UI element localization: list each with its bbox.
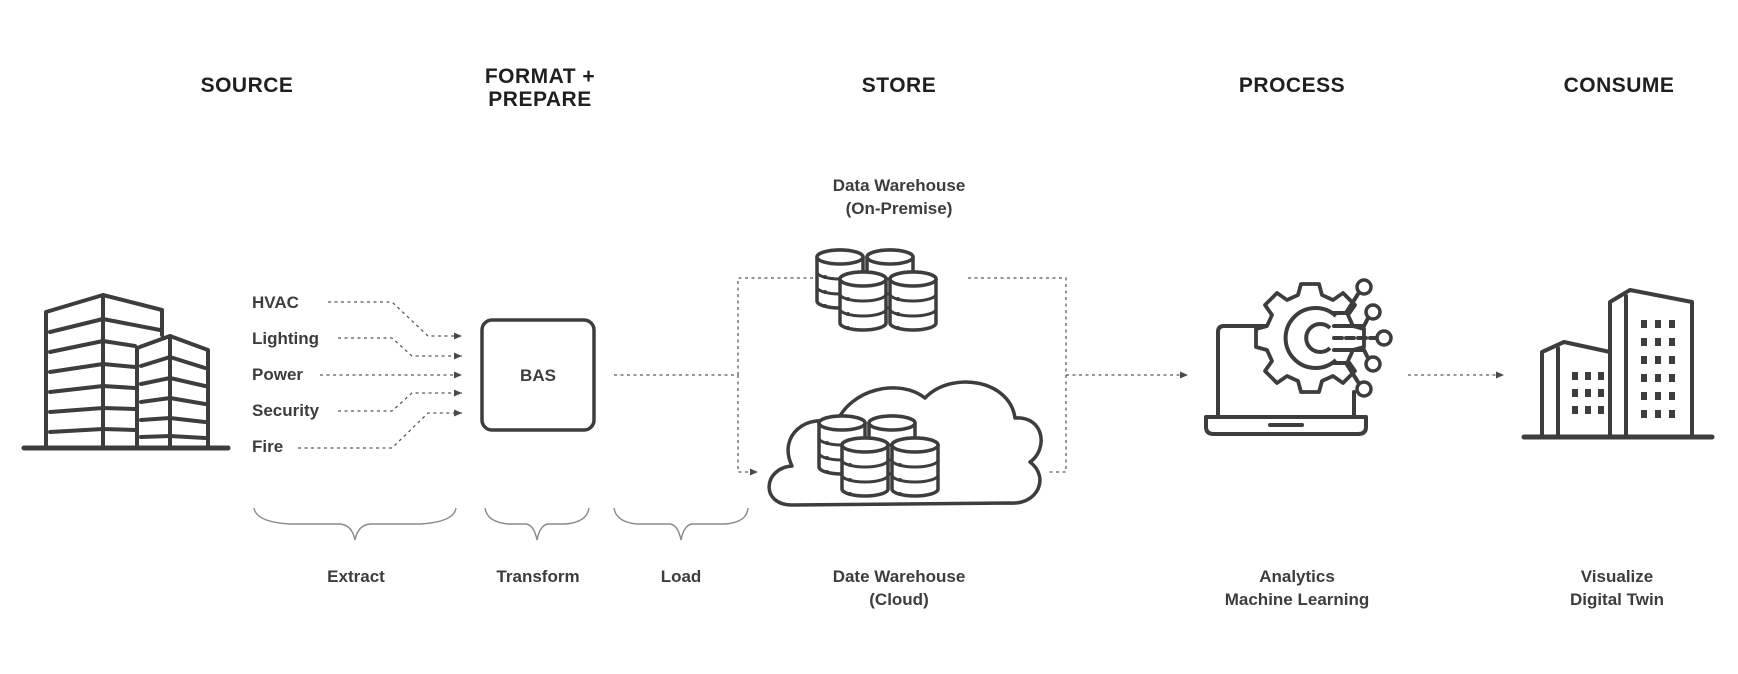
office-building-icon [21, 293, 231, 451]
stage-title-store: STORE [862, 74, 936, 97]
source-label-lighting: Lighting [252, 329, 319, 348]
stage-title-consume: CONSUME [1564, 74, 1675, 97]
database-onpremise-icon [817, 250, 936, 330]
source-label-security: Security [252, 401, 320, 420]
consume-label-line2: Digital Twin [1570, 590, 1664, 609]
process-label-line1: Analytics [1259, 567, 1335, 586]
digital-twin-buildings-icon [1521, 288, 1715, 440]
brace-extract [253, 507, 457, 541]
stage-title-format-line2: PREPARE [488, 88, 591, 111]
stage-title-process: PROCESS [1239, 74, 1345, 97]
connector-security [338, 389, 462, 412]
bas-box [480, 318, 596, 432]
onpremise-label-line1: Data Warehouse [833, 176, 966, 195]
process-label-line2: Machine Learning [1225, 590, 1370, 609]
connector-to-cloud [737, 375, 758, 476]
stage-title-format-line1: FORMAT + [485, 65, 595, 88]
cloud-label-line2: (Cloud) [869, 590, 928, 609]
connector-hvac [328, 301, 462, 340]
laptop-gear-icon [1204, 278, 1393, 436]
source-label-power: Power [252, 365, 303, 384]
step-label-extract: Extract [327, 567, 385, 586]
brace-transform [484, 507, 590, 541]
onpremise-label-line2: (On-Premise) [846, 199, 953, 218]
source-label-fire: Fire [252, 437, 283, 456]
stage-title-source: SOURCE [201, 74, 294, 97]
source-label-hvac: HVAC [252, 293, 299, 312]
step-label-load: Load [661, 567, 702, 586]
cloud-label-line1: Date Warehouse [833, 567, 966, 586]
connector-fire [298, 409, 462, 449]
connector-lighting [338, 337, 462, 360]
cloud-database-icon [767, 380, 1043, 507]
consume-label-line1: Visualize [1581, 567, 1653, 586]
connector-to-onpremise [737, 274, 830, 375]
step-label-transform: Transform [496, 567, 579, 586]
bas-label: BAS [520, 366, 556, 385]
brace-load [613, 507, 749, 541]
